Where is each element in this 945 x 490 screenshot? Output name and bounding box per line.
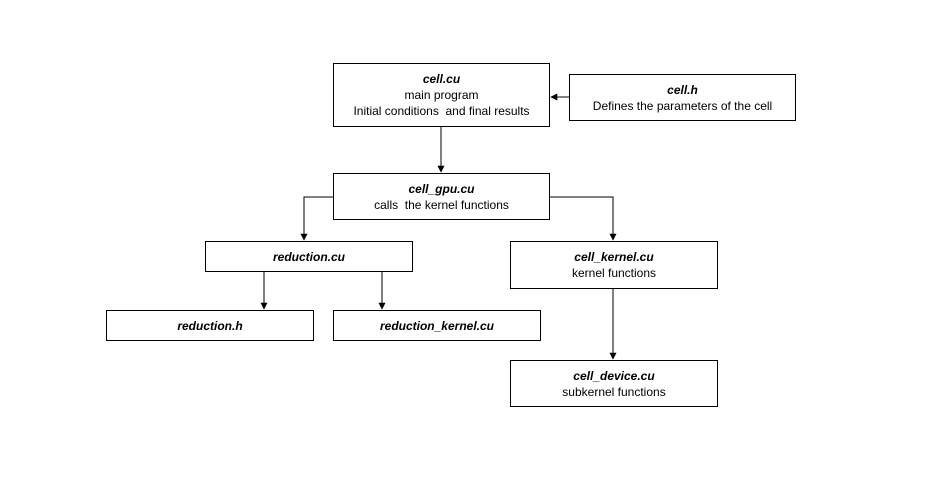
node-cell-gpu: cell_gpu.cu calls the kernel functions [333,173,550,220]
node-title: cell.h [667,82,698,97]
node-cell-device: cell_device.cu subkernel functions [510,360,718,407]
node-text: Initial conditions and final results [353,104,530,118]
node-cell-kernel: cell_kernel.cu kernel functions [510,241,718,289]
node-cell-h: cell.h Defines the parameters of the cel… [569,74,796,121]
node-title: cell.cu [422,72,461,86]
node-title: reduction.h [177,318,243,333]
node-title: reduction_kernel.cu [379,318,495,333]
arrow-cell-gpu-to-reduction [300,196,333,241]
node-text: kernel functions [571,266,657,280]
node-text: calls the kernel functions [374,197,509,212]
node-text: Defines the parameters of the cell [592,98,773,113]
node-title: cell_kernel.cu [574,250,654,264]
node-text: main program [404,88,479,102]
node-text: subkernel functions [562,384,666,399]
node-title: cell_device.cu [573,368,655,383]
arrow-cell-gpu-to-cell-kernel [549,196,617,241]
node-cell-cu: cell.cu main program Initial conditions … [333,63,550,127]
node-reduction-h: reduction.h [106,310,314,341]
node-title: cell_gpu.cu [408,181,475,196]
node-reduction-kernel: reduction_kernel.cu [333,310,541,341]
node-reduction-cu: reduction.cu [205,241,413,272]
node-title: reduction.cu [272,249,345,264]
